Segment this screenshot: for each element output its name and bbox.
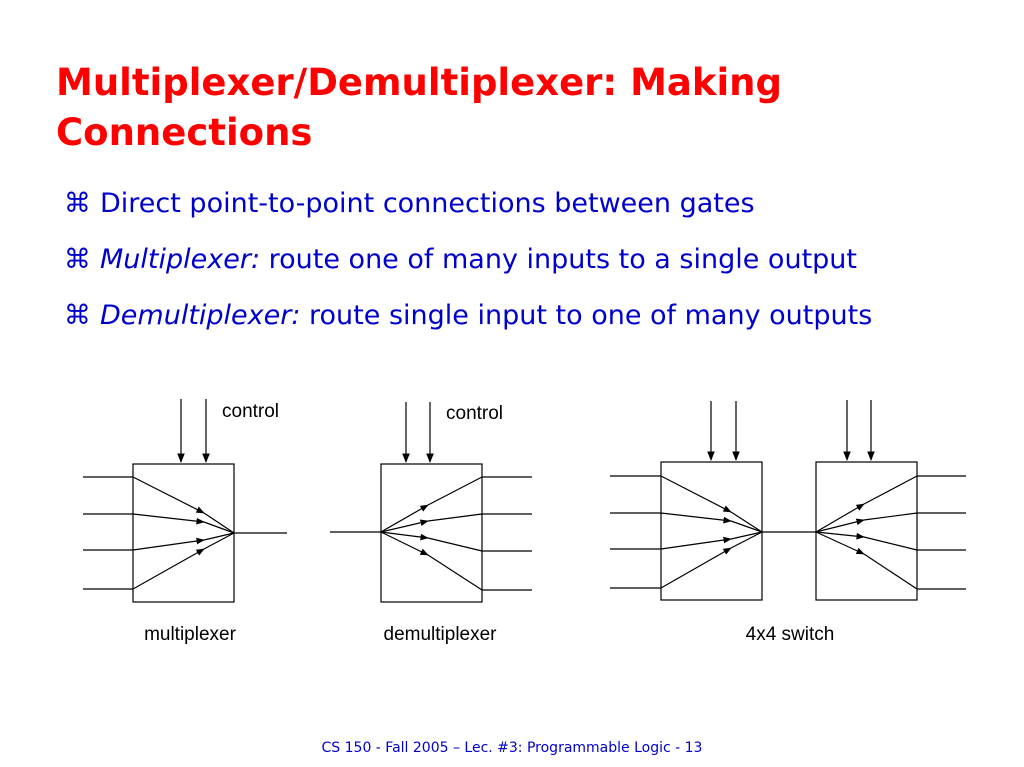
bullet-icon: ⌘ [64,300,91,331]
bullet-emphasis: Multiplexer: [100,244,261,275]
multiplexer-block [83,399,287,603]
bullet-direct-connections: ⌘ Direct point-to-point connections betwe… [64,188,755,219]
bullet-icon: ⌘ [64,188,91,219]
demux-caption: demultiplexer [384,624,498,645]
bullet-emphasis: Demultiplexer: [100,300,301,331]
bullet-text: route single input to one of many output… [300,300,873,331]
switch-caption: 4x4 switch [746,624,835,645]
switch-block [610,400,966,601]
title-line-1: Multiplexer/Demultiplexer: Making [56,61,782,104]
bullet-icon: ⌘ [64,244,91,275]
bullet-multiplexer: ⌘ Multiplexer: route one of many inputs t… [64,244,857,275]
bullet-demultiplexer: ⌘ Demultiplexer: route single input to on… [64,300,872,331]
title-line-2: Connections [56,111,313,154]
bullet-text: route one of many inputs to a single out… [260,244,857,275]
demux-control-label: control [446,403,503,424]
slide-footer: CS 150 - Fall 2005 – Lec. #3: Programmab… [321,740,703,756]
bullet-text: Direct point-to-point connections betwee… [100,188,755,219]
slide-title: Multiplexer/Demultiplexer: Making Connec… [56,58,956,158]
mux-caption: multiplexer [144,624,237,645]
mux-control-label: control [222,401,279,422]
demultiplexer-block [330,402,532,603]
connection-diagram: control control multiplexer demultiplexe… [83,399,966,645]
